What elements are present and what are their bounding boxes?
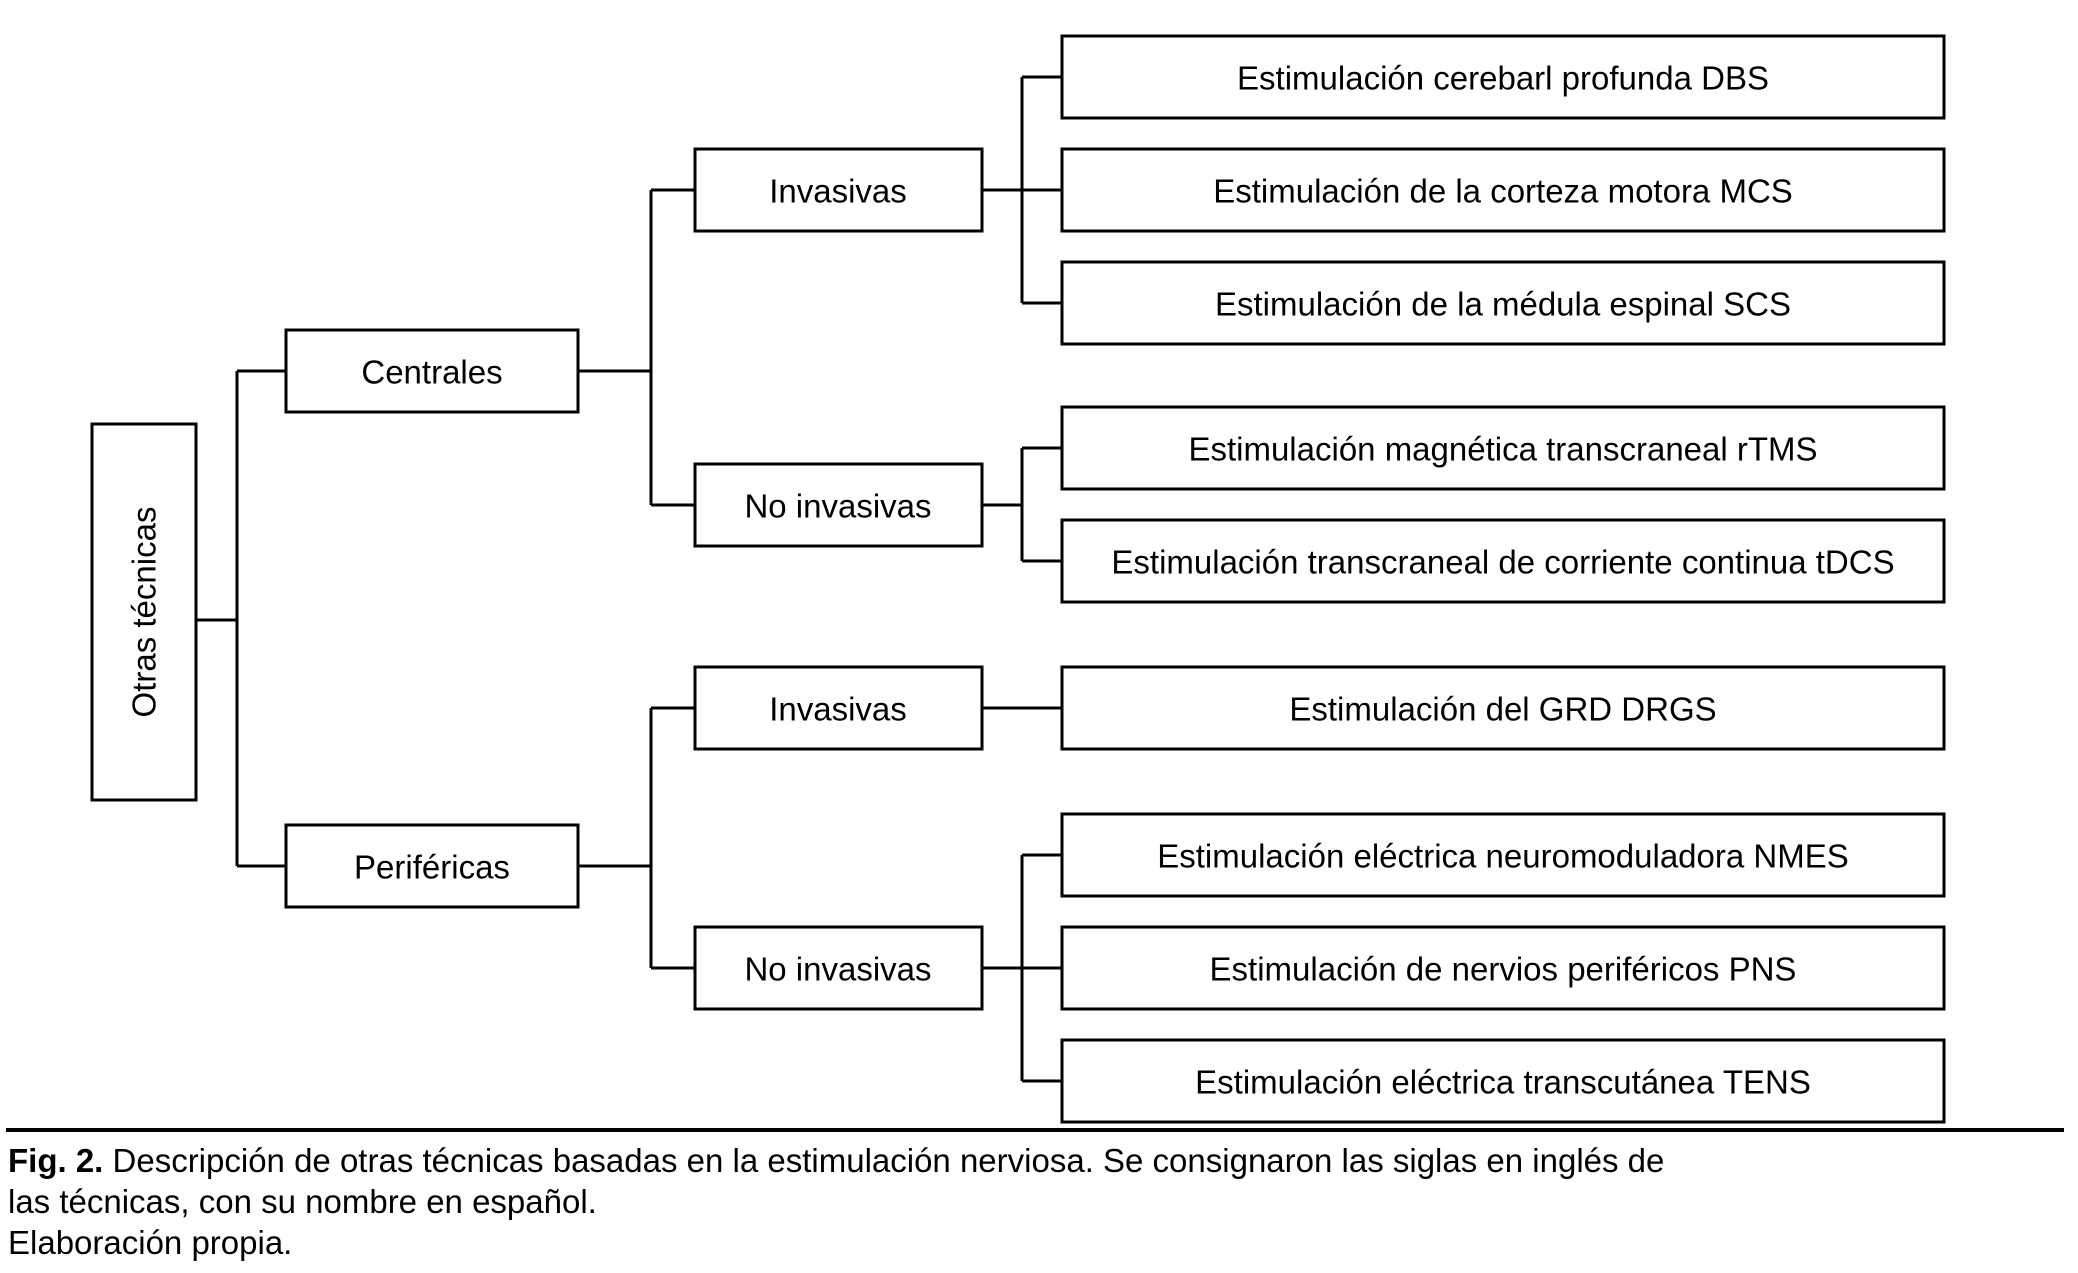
node-root-label: Otras técnicas [126,507,163,718]
leaf-tens-label: Estimulación eléctrica transcutánea TENS [1195,1064,1811,1101]
leaf-drgs-label: Estimulación del GRD DRGS [1289,691,1716,728]
node-perifericas-no-invasivas[interactable]: No invasivas [693,925,984,1011]
leaf-pns[interactable]: Estimulación de nervios periféricos PNS [1060,925,1946,1011]
leaf-nmes-box [1060,812,1946,898]
node-centrales-invasivas-box [693,147,984,233]
leaf-drgs[interactable]: Estimulación del GRD DRGS [1060,665,1946,751]
leaf-dbs-box [1060,34,1946,120]
node-centrales-no-invasivas[interactable]: No invasivas [693,462,984,548]
node-perifericas-invasivas-box [693,665,984,751]
leaf-pns-label: Estimulación de nervios periféricos PNS [1210,951,1797,988]
leaf-dbs-label: Estimulación cerebarl profunda DBS [1237,60,1769,97]
leaf-rtms-label: Estimulación magnética transcraneal rTMS [1188,431,1817,468]
leaf-nmes[interactable]: Estimulación eléctrica neuromoduladora N… [1060,812,1946,898]
node-centrales-no-invasivas-label: No invasivas [744,488,931,525]
node-perifericas[interactable]: Periféricas [284,823,580,909]
leaf-nmes-label: Estimulación eléctrica neuromoduladora N… [1157,838,1849,875]
leaf-scs[interactable]: Estimulación de la médula espinal SCS [1060,260,1946,346]
node-centrales-no-invasivas-box [693,462,984,548]
caption-line-3: Elaboración propia. [8,1224,293,1261]
node-root[interactable]: Otras técnicas [90,422,198,802]
tree-diagram: Otras técnicas Centrales Periféricas Inv… [90,34,1946,1124]
leaf-tdcs-box [1060,518,1946,604]
node-perifericas-box [284,823,580,909]
leaf-tens[interactable]: Estimulación eléctrica transcutánea TENS [1060,1038,1946,1124]
node-perifericas-no-invasivas-box [693,925,984,1011]
leaf-mcs-box [1060,147,1946,233]
caption-line-1: Fig. 2. Descripción de otras técnicas ba… [8,1140,2064,1181]
leaf-rtms[interactable]: Estimulación magnética transcraneal rTMS [1060,405,1946,491]
leaf-tdcs-label: Estimulación transcraneal de corriente c… [1111,544,1894,581]
node-perifericas-invasivas[interactable]: Invasivas [693,665,984,751]
leaf-mcs-label: Estimulación de la corteza motora MCS [1213,173,1793,210]
node-centrales[interactable]: Centrales [284,328,580,414]
leaf-pns-box [1060,925,1946,1011]
leaf-drgs-box [1060,665,1946,751]
node-centrales-invasivas[interactable]: Invasivas [693,147,984,233]
caption-line-2: las técnicas, con su nombre en español. [8,1183,597,1220]
leaf-mcs[interactable]: Estimulación de la corteza motora MCS [1060,147,1946,233]
leaf-scs-label: Estimulación de la médula espinal SCS [1215,286,1791,323]
node-perifericas-label: Periféricas [354,849,510,886]
node-perifericas-invasivas-label: Invasivas [769,691,907,728]
node-centrales-invasivas-label: Invasivas [769,173,907,210]
leaf-scs-box [1060,260,1946,346]
leaf-tens-box [1060,1038,1946,1124]
leaf-rtms-box [1060,405,1946,491]
node-root-box [90,422,198,802]
node-centrales-box [284,328,580,414]
caption-text-1: Descripción de otras técnicas basadas en… [103,1142,1665,1179]
figure-caption: Fig. 2. Descripción de otras técnicas ba… [8,1140,2064,1263]
caption-divider [6,1128,2064,1132]
node-centrales-label: Centrales [361,354,502,391]
leaf-dbs[interactable]: Estimulación cerebarl profunda DBS [1060,34,1946,120]
leaf-tdcs[interactable]: Estimulación transcraneal de corriente c… [1060,518,1946,604]
node-perifericas-no-invasivas-label: No invasivas [744,951,931,988]
caption-figure-number: Fig. 2. [8,1142,104,1179]
